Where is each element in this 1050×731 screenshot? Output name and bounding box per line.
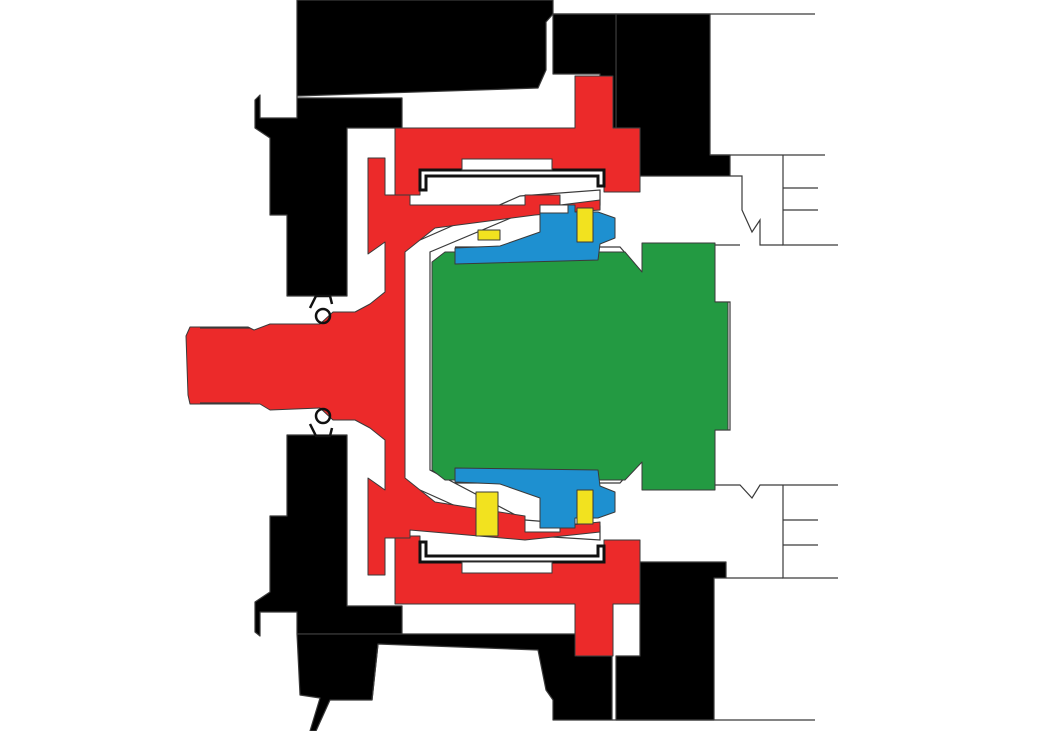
blue-bearing-lower [454, 467, 616, 529]
seal-upper [308, 294, 334, 309]
gaskets [418, 158, 606, 574]
housing-right-outlines [371, 13, 838, 721]
yellow-pin-upper-left [477, 229, 501, 241]
blue-upper-notch [539, 204, 569, 214]
seal-lower [308, 423, 334, 438]
housing-lower-left-casting [254, 434, 403, 637]
red-upper-flange [394, 75, 641, 196]
o-ring-upper-icon [314, 307, 332, 325]
green-hub [431, 242, 729, 491]
yellow-pin-lower-left [475, 491, 499, 537]
yellow-pin-upper-right [576, 207, 594, 243]
yellow-pin-lower-right [576, 489, 594, 525]
red-rotor-assembly [185, 75, 641, 657]
upper-slot [461, 158, 553, 171]
green-hub-body [431, 242, 729, 491]
yellow-pins [475, 207, 594, 537]
o-ring-lower-icon [314, 407, 332, 425]
housing-lower-skirt [296, 633, 613, 731]
red-body-and-shaft [185, 157, 601, 576]
gasket-upper [418, 168, 606, 192]
blue-bearings [454, 204, 616, 529]
lower-slot [461, 561, 553, 574]
housing-upper [254, 0, 731, 297]
gasket-lower [418, 540, 606, 564]
housing-upper-left-casting [254, 0, 554, 297]
o-ring-seals [308, 294, 334, 438]
blue-bearing-upper [454, 204, 616, 265]
